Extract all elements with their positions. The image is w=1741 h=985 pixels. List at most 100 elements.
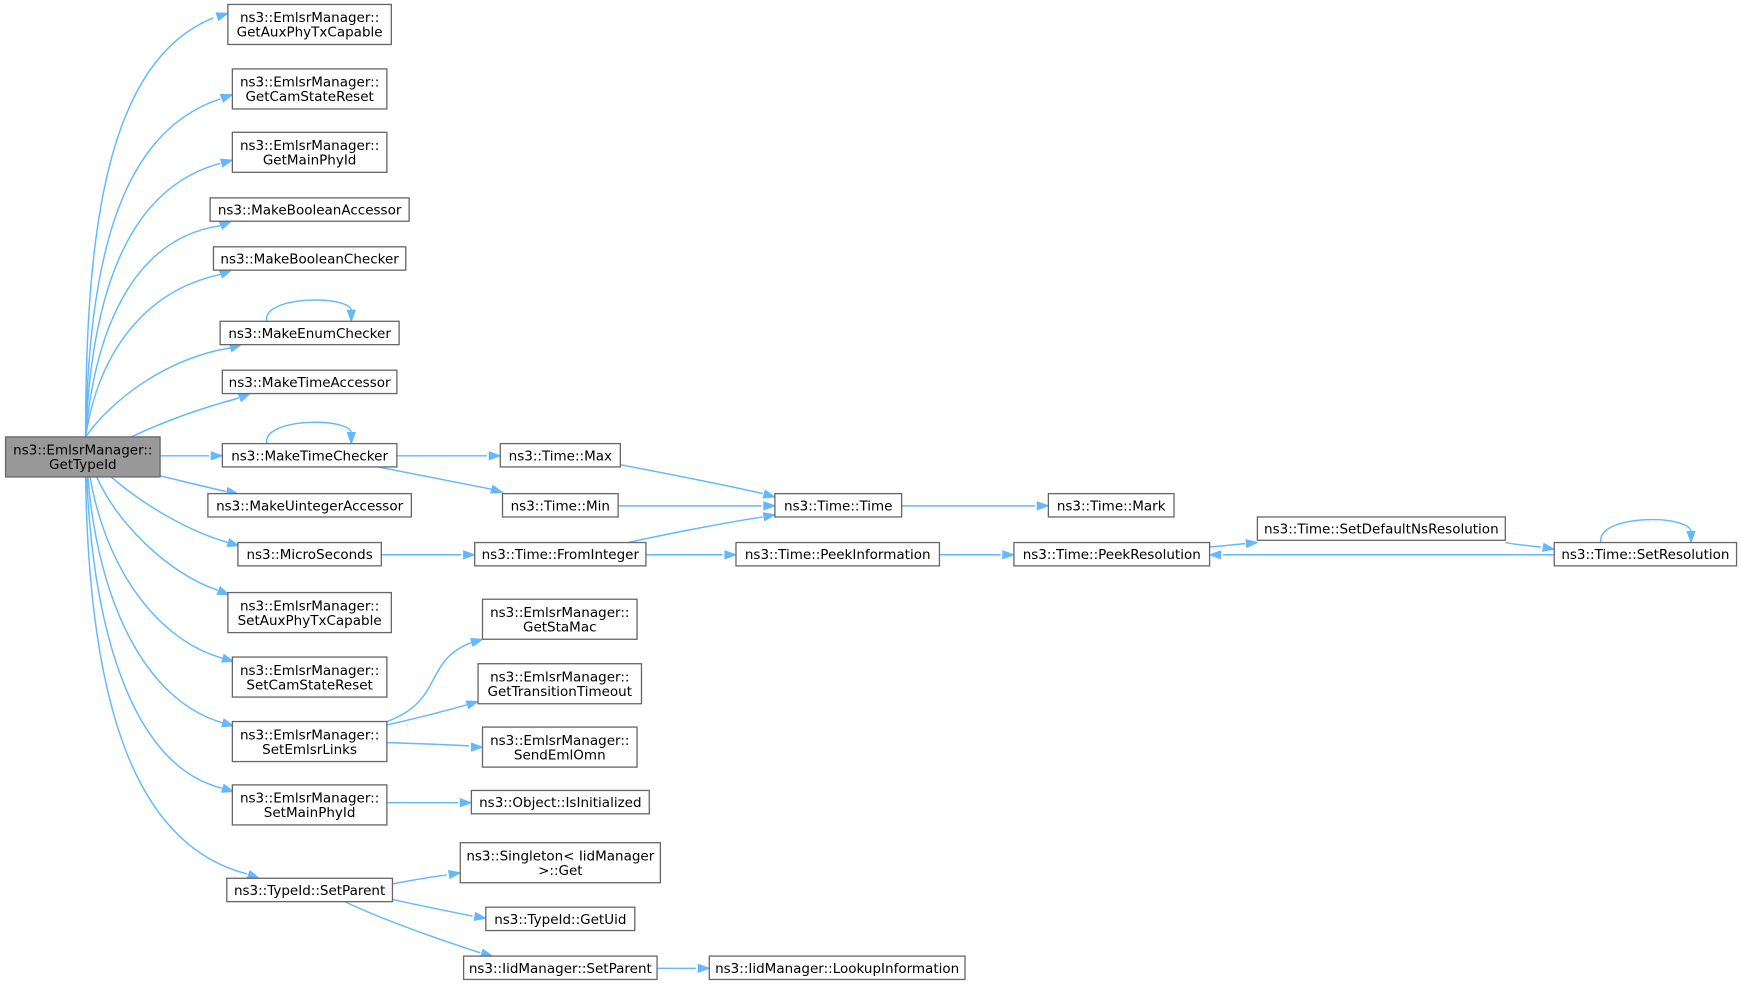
edge-arrowhead xyxy=(470,742,484,752)
edge-arrowhead xyxy=(1002,550,1016,560)
edge-arrowhead xyxy=(1036,501,1050,511)
edge-line xyxy=(110,476,229,544)
edge-setRes-to-setRes xyxy=(1600,518,1696,544)
edge-timeCtor-to-mark xyxy=(901,501,1050,511)
edge-root-to-micro xyxy=(110,476,241,548)
node-box xyxy=(227,591,392,634)
node-setRes[interactable]: ns3::Time::SetResolution xyxy=(1553,541,1738,567)
edge-line xyxy=(627,516,763,544)
node-box xyxy=(501,492,619,518)
node-box xyxy=(774,492,903,518)
edge-line xyxy=(84,224,221,437)
edge-arrowhead xyxy=(465,700,480,710)
node-singleton[interactable]: ns3::Singleton< IidManager >::Get xyxy=(459,842,662,884)
node-mkBoolAcc[interactable]: ns3::MakeBooleanAccessor xyxy=(209,197,410,222)
edge-line xyxy=(1600,518,1692,543)
node-fromInt[interactable]: ns3::Time::FromInteger xyxy=(474,541,647,567)
edge-line xyxy=(386,641,472,723)
node-mkBoolChk[interactable]: ns3::MakeBooleanChecker xyxy=(212,246,407,271)
node-box xyxy=(1553,541,1738,567)
node-peekInfo[interactable]: ns3::Time::PeekInformation xyxy=(735,541,941,567)
edge-timeMax-to-timeCtor xyxy=(620,464,777,499)
node-setDefRes[interactable]: ns3::Time::SetDefaultNsResolution xyxy=(1256,516,1506,541)
node-label: GetTransitionTimeout xyxy=(488,684,633,700)
edge-line xyxy=(84,273,221,438)
edge-arrowhead xyxy=(697,963,711,974)
node-label: ns3::MicroSeconds xyxy=(246,547,372,563)
node-getAux[interactable]: ns3::EmlsrManager::GetAuxPhyTxCapable xyxy=(227,3,392,46)
node-box xyxy=(474,541,647,567)
node-isInit[interactable]: ns3::Object::IsInitialized xyxy=(470,789,650,815)
node-box xyxy=(708,955,966,981)
edge-root-to-mkTimeChk xyxy=(160,451,224,461)
node-label: ns3::MakeEnumChecker xyxy=(228,326,391,342)
edge-arrowhead xyxy=(763,501,777,511)
node-label: ns3::MakeTimeAccessor xyxy=(229,375,391,391)
edge-arrowhead xyxy=(221,718,235,728)
node-getMainPhy[interactable]: ns3::EmlsrManager::GetMainPhyId xyxy=(231,131,388,173)
node-mkUintAcc[interactable]: ns3::MakeUintegerAccessor xyxy=(207,492,412,518)
node-box xyxy=(226,877,394,903)
node-timeMax[interactable]: ns3::Time::Max xyxy=(499,442,622,468)
node-label: ns3::TypeId::GetUid xyxy=(494,912,626,928)
node-box xyxy=(481,726,638,768)
node-micro[interactable]: ns3::MicroSeconds xyxy=(237,541,382,567)
node-box xyxy=(481,598,638,640)
node-label: GetAuxPhyTxCapable xyxy=(237,25,383,41)
node-box xyxy=(221,442,398,468)
node-label: ns3::EmlsrManager:: xyxy=(13,443,152,459)
node-peekRes[interactable]: ns3::Time::PeekResolution xyxy=(1013,541,1211,567)
node-getTrans[interactable]: ns3::EmlsrManager::GetTransitionTimeout xyxy=(477,663,643,705)
node-mkEnumChk[interactable]: ns3::MakeEnumChecker xyxy=(219,320,400,346)
edge-root-to-getAux xyxy=(84,12,230,437)
edge-peekRes-to-setDefRes xyxy=(1209,538,1259,549)
node-box xyxy=(735,541,941,567)
node-lookup[interactable]: ns3::IidManager::LookupInformation xyxy=(708,955,966,981)
node-sendEml[interactable]: ns3::EmlsrManager::SendEmlOmn xyxy=(481,726,638,768)
edge-peekInfo-to-peekRes xyxy=(939,550,1016,560)
edge-mkTimeChk-to-timeMax xyxy=(396,451,502,461)
edge-iidSetParent-to-lookup xyxy=(657,963,711,974)
edge-root-to-setCam xyxy=(89,476,235,663)
node-label: ns3::IidManager::SetParent xyxy=(469,961,652,977)
node-mkTimeChk[interactable]: ns3::MakeTimeChecker xyxy=(221,442,398,468)
edge-arrowhead xyxy=(724,550,738,560)
node-box xyxy=(470,789,650,815)
node-timeMin[interactable]: ns3::Time::Min xyxy=(501,492,619,518)
edge-fromInt-to-timeCtor xyxy=(627,512,777,544)
node-box xyxy=(231,68,388,110)
node-setAux[interactable]: ns3::EmlsrManager::SetAuxPhyTxCapable xyxy=(227,591,392,634)
node-box xyxy=(485,906,636,932)
edge-arrowhead xyxy=(219,94,234,103)
node-timeCtor[interactable]: ns3::Time::Time xyxy=(774,492,903,518)
node-iidSetParent[interactable]: ns3::IidManager::SetParent xyxy=(462,955,658,981)
node-label: ns3::Time::FromInteger xyxy=(482,547,640,563)
node-getUid[interactable]: ns3::TypeId::GetUid xyxy=(485,906,636,932)
node-box xyxy=(237,541,382,567)
edge-root-to-mkBoolAcc xyxy=(84,220,233,437)
node-label: GetTypeId xyxy=(49,457,117,473)
node-setMainPhy[interactable]: ns3::EmlsrManager::SetMainPhyId xyxy=(231,784,388,826)
edge-arrowhead xyxy=(346,432,357,446)
edge-arrowhead xyxy=(218,269,233,279)
node-mkTimeAcc[interactable]: ns3::MakeTimeAccessor xyxy=(221,369,398,395)
edge-line xyxy=(266,421,353,444)
node-box xyxy=(459,842,662,884)
node-label: ns3::EmlsrManager:: xyxy=(240,75,379,91)
node-box xyxy=(221,369,398,395)
node-label: ns3::EmlsrManager:: xyxy=(490,605,629,621)
node-setCam[interactable]: ns3::EmlsrManager::SetCamStateReset xyxy=(231,656,388,698)
node-label: ns3::Time::Time xyxy=(784,498,892,514)
edge-root-to-setLinks xyxy=(87,476,235,728)
node-tidSetParent[interactable]: ns3::TypeId::SetParent xyxy=(226,877,394,903)
node-getCam[interactable]: ns3::EmlsrManager::GetCamStateReset xyxy=(231,68,388,110)
edge-line xyxy=(85,347,231,438)
edge-tidSetParent-to-iidSetParent xyxy=(344,900,494,958)
edge-mkEnumChk-to-mkEnumChk xyxy=(266,299,357,323)
node-setLinks[interactable]: ns3::EmlsrManager::SetEmlsrLinks xyxy=(231,720,388,763)
node-box xyxy=(4,436,161,478)
node-root[interactable]: ns3::EmlsrManager::GetTypeId xyxy=(4,436,161,478)
node-getStaMac[interactable]: ns3::EmlsrManager::GetStaMac xyxy=(481,598,638,640)
edge-setLinks-to-sendEml xyxy=(386,741,484,752)
node-mark[interactable]: ns3::Time::Mark xyxy=(1047,492,1175,518)
